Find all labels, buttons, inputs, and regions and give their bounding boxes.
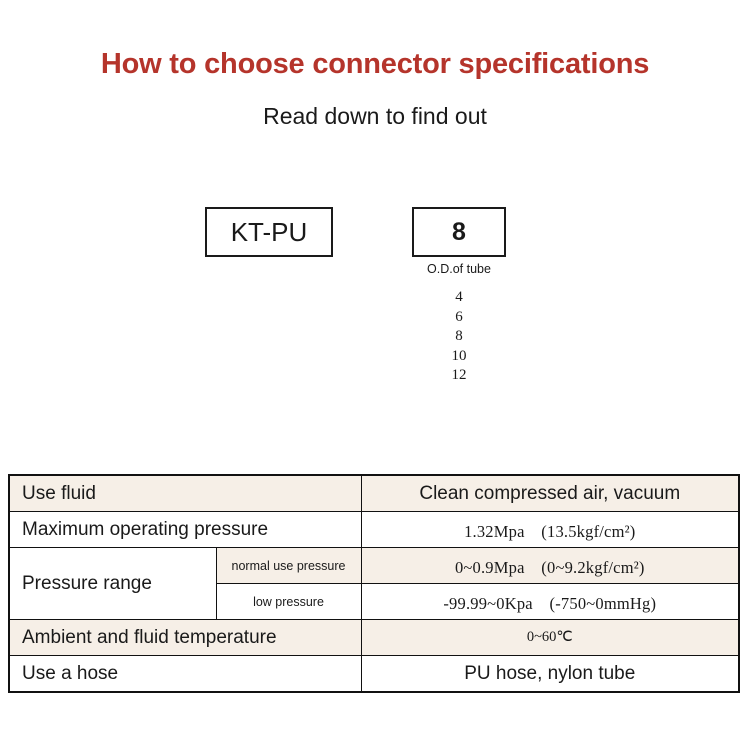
- spec-value-normal-use-pressure: 0~0.9Mpa (0~9.2kgf/cm²): [360, 547, 740, 584]
- list-item[interactable]: 6: [455, 308, 463, 325]
- tube-size-code-value: 8: [452, 217, 466, 246]
- spec-value-low-pressure: -99.99~0Kpa (-750~0mmHg): [360, 583, 740, 620]
- spec-value-use-fluid: Clean compressed air, vacuum: [360, 474, 740, 512]
- tube-size-option-list: 4 6 8 10 12: [392, 288, 526, 386]
- spec-sublabel-low-pressure: low pressure: [215, 583, 362, 620]
- spec-sublabel-normal-use-pressure: normal use pressure: [215, 547, 362, 584]
- part-number-selector: KT-PU 8 O.D.of tube 4 6 8 10 12: [0, 206, 750, 406]
- table-row: Pressure range normal use pressure 0~0.9…: [8, 547, 740, 620]
- spec-value-ambient-fluid-temperature: 0~60℃: [360, 619, 740, 656]
- tube-size-caption: O.D.of tube: [427, 262, 491, 276]
- tube-size-code-box[interactable]: 8: [412, 207, 506, 257]
- page-title: How to choose connector specifications: [100, 48, 650, 80]
- table-row: low pressure -99.99~0Kpa (-750~0mmHg): [9, 583, 740, 620]
- table-row: Use a hose PU hose, nylon tube: [8, 655, 740, 693]
- page-subtitle: Read down to find out: [263, 103, 487, 129]
- table-row: Maximum operating pressure 1.32Mpa (13.5…: [8, 511, 740, 548]
- list-item[interactable]: 4: [455, 289, 463, 305]
- specification-table: Use fluid Clean compressed air, vacuum M…: [8, 474, 741, 693]
- spec-value-max-operating-pressure: 1.32Mpa (13.5kgf/cm²): [360, 511, 740, 548]
- spec-label-ambient-fluid-temperature: Ambient and fluid temperature: [8, 619, 362, 656]
- list-item[interactable]: 12: [451, 367, 467, 383]
- spec-label-use-a-hose: Use a hose: [8, 655, 362, 693]
- list-item[interactable]: 8: [455, 328, 463, 344]
- table-row: Use fluid Clean compressed air, vacuum: [8, 474, 740, 512]
- table-row: Ambient and fluid temperature 0~60℃: [8, 619, 740, 656]
- series-code-value: KT-PU: [230, 216, 308, 247]
- spec-label-pressure-range: Pressure range: [8, 547, 217, 620]
- list-item[interactable]: 10: [451, 347, 467, 364]
- spec-label-use-fluid: Use fluid: [8, 474, 362, 512]
- spec-label-max-operating-pressure: Maximum operating pressure: [8, 511, 362, 548]
- series-code-box[interactable]: KT-PU: [205, 207, 333, 257]
- spec-value-use-a-hose: PU hose, nylon tube: [360, 655, 740, 693]
